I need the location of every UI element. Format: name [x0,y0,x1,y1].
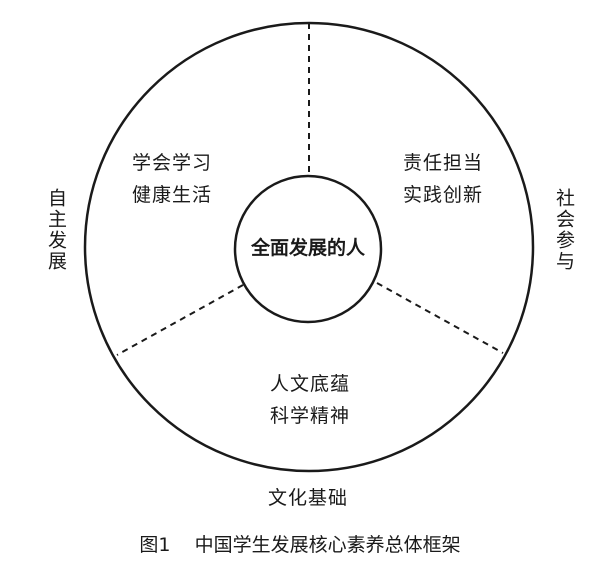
center-label: 全面发展的人 [250,237,365,259]
figure-caption: 图1 中国学生发展核心素养总体框架 [139,534,461,556]
sector-upper-left-line2: 健康生活 [132,184,213,206]
inner-circle [233,174,383,324]
sector-bottom-line2: 科学精神 [270,405,351,427]
sector-upper-left-line1: 学会学习 [132,152,213,174]
outer-label-bottom: 文化基础 [268,487,349,509]
outer-label-left: 自主发展 [45,188,67,272]
sector-bottom-line1: 人文底蕴 [270,373,351,395]
sector-upper-right-line1: 责任担当 [403,152,484,174]
outer-label-right: 社会参与 [553,188,575,272]
divider-lower-right [376,282,504,354]
divider-lower-left [116,284,244,356]
sector-upper-right-line2: 实践创新 [403,184,484,206]
